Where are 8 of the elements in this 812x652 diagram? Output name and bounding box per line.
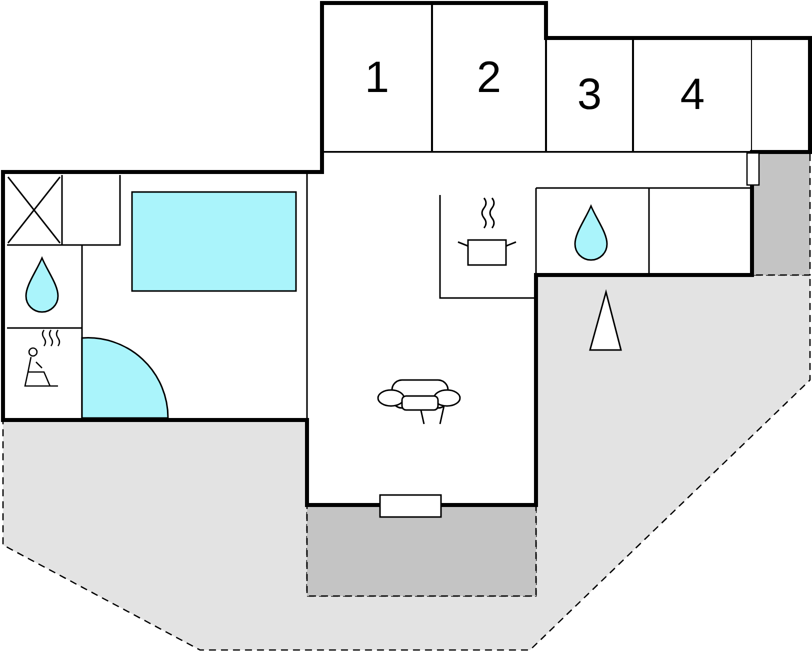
bedroom bbox=[322, 3, 432, 152]
bedroom bbox=[546, 38, 633, 152]
bedroom bbox=[432, 3, 546, 152]
room-number: 1 bbox=[364, 56, 390, 100]
room-number: 2 bbox=[476, 56, 502, 100]
bedroom bbox=[633, 38, 752, 152]
room-number: 3 bbox=[577, 73, 602, 117]
room-number: 4 bbox=[680, 73, 705, 117]
